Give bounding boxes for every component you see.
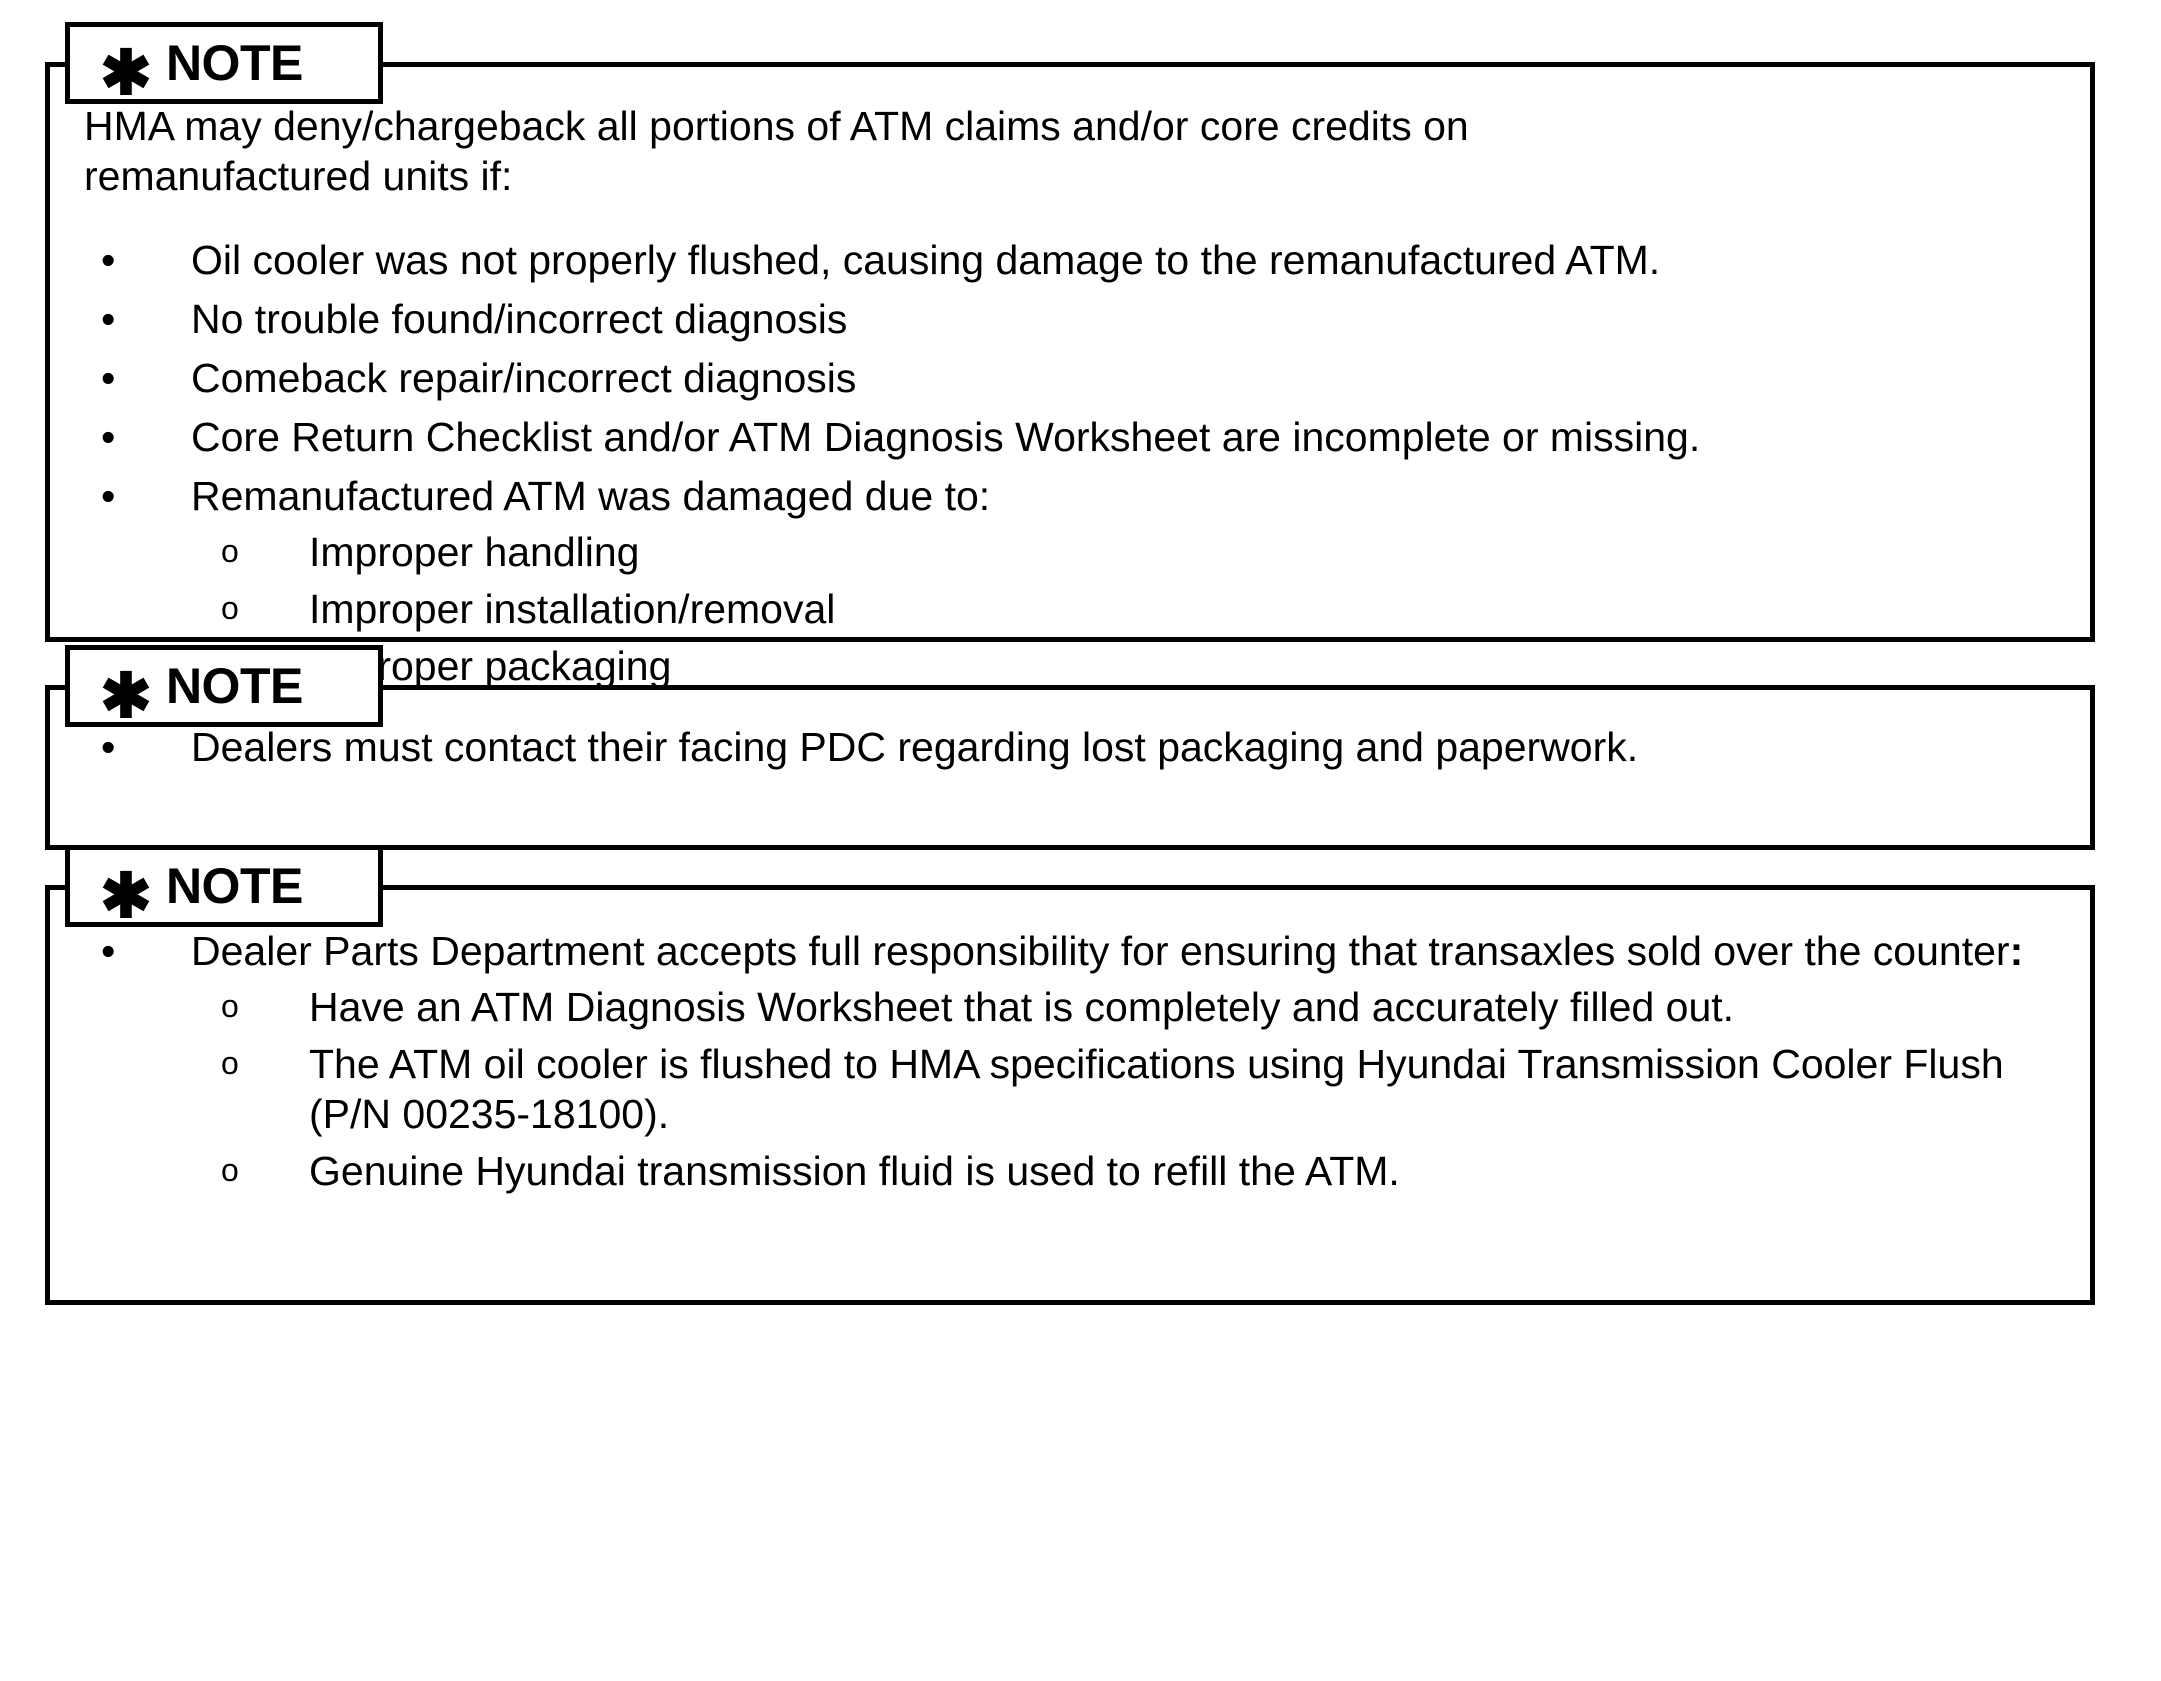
sub-list-item: o Improper packaging <box>191 641 2064 691</box>
note-tab-label: NOTE <box>165 858 303 914</box>
bullet-circle-icon: o <box>221 590 239 627</box>
note-1-intro-text: HMA may deny/chargeback all portions of … <box>84 103 1469 200</box>
note-tab-2: ✱ NOTE <box>65 645 383 731</box>
note-tab-3: ✱ NOTE <box>65 845 383 931</box>
sub-list-item: o Have an ATM Diagnosis Worksheet that i… <box>191 982 2064 1032</box>
list-item: • Dealer Parts Department accepts full r… <box>76 926 2064 1196</box>
sub-list-item: o Improper installation/removal <box>191 584 2064 634</box>
list-item: • Oil cooler was not properly flushed, c… <box>76 235 2064 285</box>
bullet-dot-icon: • <box>101 296 116 343</box>
bullet-circle-icon: o <box>221 1045 239 1082</box>
list-item-text: No trouble found/incorrect diagnosis <box>191 296 848 343</box>
note-3-sub-bullet-list: o Have an ATM Diagnosis Worksheet that i… <box>191 982 2064 1196</box>
asterisk-icon: ✱ <box>100 662 152 731</box>
sub-list-item-text: Have an ATM Diagnosis Worksheet that is … <box>309 984 1735 1031</box>
list-item-text: Core Return Checklist and/or ATM Diagnos… <box>191 414 1701 461</box>
bullet-dot-icon: • <box>101 237 116 284</box>
bullet-circle-icon: o <box>221 988 239 1025</box>
note-body-2: • Dealers must contact their facing PDC … <box>45 685 2095 850</box>
bullet-circle-icon: o <box>221 1152 239 1189</box>
list-item: • No trouble found/incorrect diagnosis <box>76 294 2064 344</box>
bullet-dot-icon: • <box>101 414 116 461</box>
bullet-dot-icon: • <box>101 473 116 520</box>
list-item: • Comeback repair/incorrect diagnosis <box>76 353 2064 403</box>
note-content-2: • Dealers must contact their facing PDC … <box>50 690 2090 807</box>
note-tab-label: NOTE <box>165 35 303 91</box>
note-content-1: HMA may deny/chargeback all portions of … <box>50 67 2090 726</box>
bullet-dot-icon: • <box>101 355 116 402</box>
note-body-1: HMA may deny/chargeback all portions of … <box>45 62 2095 689</box>
sub-list-item: o Improper handling <box>191 527 2064 577</box>
sub-list-item: o The ATM oil cooler is flushed to HMA s… <box>191 1039 2064 1139</box>
list-item-colon: : <box>2009 928 2024 974</box>
sub-list-item-text: The ATM oil cooler is flushed to HMA spe… <box>309 1041 2004 1138</box>
note-tab-1: ✱ NOTE <box>65 22 383 108</box>
sub-list-item-text: Improper installation/removal <box>309 586 836 633</box>
note-content-3: • Dealer Parts Department accepts full r… <box>50 890 2090 1231</box>
list-item-text: Comeback repair/incorrect diagnosis <box>191 355 857 402</box>
list-item: • Core Return Checklist and/or ATM Diagn… <box>76 412 2064 462</box>
note-1-bullet-list: • Oil cooler was not properly flushed, c… <box>76 235 2064 691</box>
note-1-sub-bullet-list: o Improper handling o Improper installat… <box>191 527 2064 691</box>
list-item-text: Oil cooler was not properly flushed, cau… <box>191 237 1661 284</box>
list-item-text: Remanufactured ATM was damaged due to: <box>191 473 991 520</box>
sub-list-item: o Genuine Hyundai transmission fluid is … <box>191 1146 2064 1196</box>
sub-list-item-text: Genuine Hyundai transmission fluid is us… <box>309 1148 1400 1195</box>
note-body-3: • Dealer Parts Department accepts full r… <box>45 885 2095 1305</box>
list-item: • Dealers must contact their facing PDC … <box>76 722 2064 772</box>
note-3-bullet-list: • Dealer Parts Department accepts full r… <box>76 926 2064 1196</box>
sub-list-item-text: Improper handling <box>309 529 640 576</box>
bullet-circle-icon: o <box>221 533 239 570</box>
list-item-text: Dealers must contact their facing PDC re… <box>191 724 1639 770</box>
list-item-text: Dealer Parts Department accepts full res… <box>191 928 2010 974</box>
bullet-dot-icon: • <box>101 928 116 974</box>
asterisk-icon: ✱ <box>100 862 152 931</box>
bullet-dot-icon: • <box>101 724 116 770</box>
note-tab-label: NOTE <box>165 658 303 714</box>
asterisk-icon: ✱ <box>100 39 152 108</box>
note-2-bullet-list: • Dealers must contact their facing PDC … <box>76 722 2064 772</box>
